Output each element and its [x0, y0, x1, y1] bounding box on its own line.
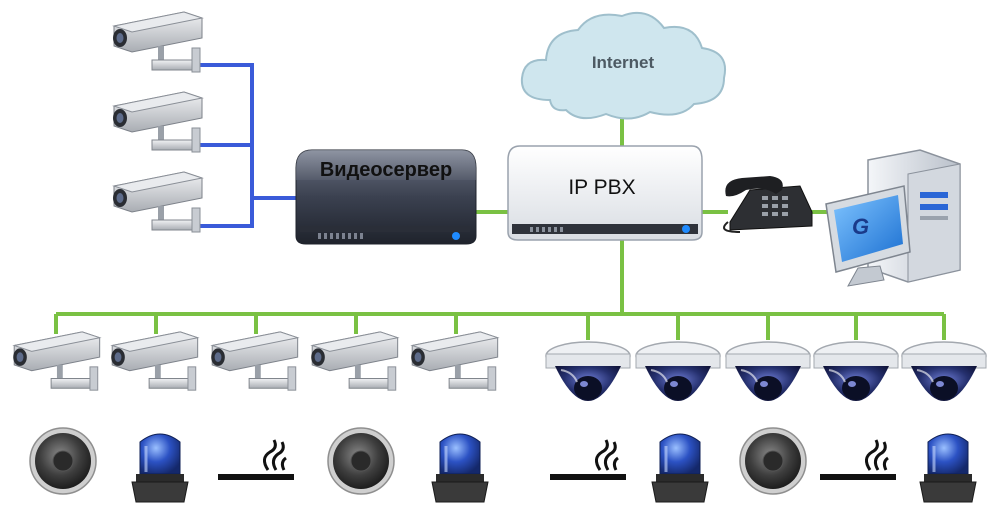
dome-camera-icon: [545, 341, 631, 402]
cctv-box-camera-icon: [410, 331, 499, 391]
bottom-box-cameras: [12, 331, 499, 391]
pbx-led-icon: [682, 225, 690, 233]
internet-label: Internet: [592, 53, 655, 72]
speaker-icon: [29, 427, 97, 495]
dome-camera-icon: [813, 341, 899, 402]
cctv-box-camera-icon: [112, 171, 203, 233]
server-led-icon: [452, 232, 460, 240]
blue-beacon-icon: [918, 432, 978, 504]
dome-camera-icon: [635, 341, 721, 402]
workstation-logo: G: [852, 214, 869, 239]
dome-camera-icon: [725, 341, 811, 402]
ip-pbx-label: IP PBX: [568, 176, 635, 199]
smoke-detector-icon: [818, 438, 898, 482]
ip-pbx: IP PBX: [507, 145, 703, 241]
bottom-devices: [29, 427, 978, 504]
video-server-label: Видеосервер: [320, 159, 452, 181]
bottom-dome-cameras: [545, 341, 987, 402]
blue-camera-lines: [198, 63, 300, 228]
cctv-box-camera-icon: [310, 331, 399, 391]
top-camera-group: [112, 11, 203, 233]
cctv-box-camera-icon: [110, 331, 199, 391]
blue-beacon-icon: [430, 432, 490, 504]
blue-beacon-icon: [130, 432, 190, 504]
internet-cloud: Internet: [520, 12, 726, 120]
cctv-box-camera-icon: [12, 331, 101, 391]
speaker-icon: [739, 427, 807, 495]
cctv-box-camera-icon: [210, 331, 299, 391]
speaker-icon: [327, 427, 395, 495]
smoke-detector-icon: [548, 438, 628, 482]
ip-phone-icon: [723, 176, 813, 233]
cctv-box-camera-icon: [112, 91, 203, 153]
blue-beacon-icon: [650, 432, 710, 504]
video-server: Видеосервер: [295, 149, 477, 245]
workstation-computer-icon: G: [825, 149, 961, 287]
green-bus-lines: [54, 118, 946, 340]
smoke-detector-icon: [216, 438, 296, 482]
dome-camera-icon: [901, 341, 987, 402]
cctv-box-camera-icon: [112, 11, 203, 73]
